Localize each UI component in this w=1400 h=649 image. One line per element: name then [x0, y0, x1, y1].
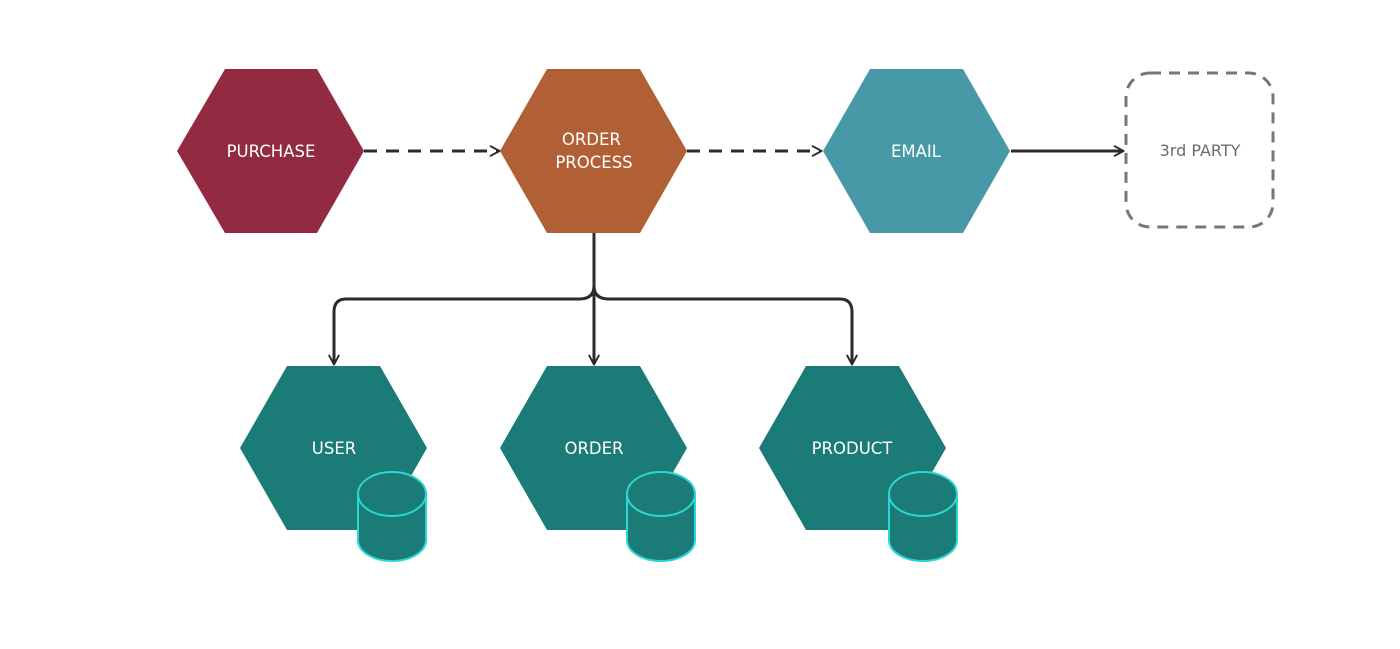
order-process-label-line-1: ORDER: [562, 130, 621, 149]
purchase-label: PURCHASE: [227, 142, 316, 161]
product-database-top: [888, 471, 958, 517]
order-database-top: [626, 471, 696, 517]
user-label: USER: [312, 439, 356, 458]
order-process-label-line-2: PROCESS: [555, 153, 632, 172]
purchase-service[interactable]: PURCHASE: [177, 69, 364, 233]
email-label: EMAIL: [891, 142, 942, 161]
order-process-label: ORDER PROCESS: [555, 130, 632, 172]
order-process-service[interactable]: ORDER PROCESS: [500, 69, 687, 233]
third-party-external[interactable]: 3rd PARTY: [1124, 71, 1275, 229]
order-label: ORDER: [564, 439, 623, 458]
purchase-hexagon: [177, 69, 364, 233]
order-database-icon: [626, 471, 696, 562]
user-service[interactable]: USER: [240, 366, 427, 562]
product-database-icon: [888, 471, 958, 562]
third-party-box: [1124, 71, 1275, 229]
user-database-icon: [357, 471, 427, 562]
email-hexagon: [823, 69, 1010, 233]
email-service[interactable]: EMAIL: [823, 69, 1010, 233]
product-service[interactable]: PRODUCT: [759, 366, 958, 562]
edge-order-process-to-user: [328, 233, 596, 366]
third-party-label: 3rd PARTY: [1160, 141, 1241, 160]
order-service[interactable]: ORDER: [500, 366, 696, 562]
edges: [328, 145, 1125, 366]
edge-order-process-to-product: [592, 285, 858, 366]
order-process-hexagon: [500, 69, 687, 233]
user-database-top: [357, 471, 427, 517]
product-label: PRODUCT: [812, 439, 894, 458]
